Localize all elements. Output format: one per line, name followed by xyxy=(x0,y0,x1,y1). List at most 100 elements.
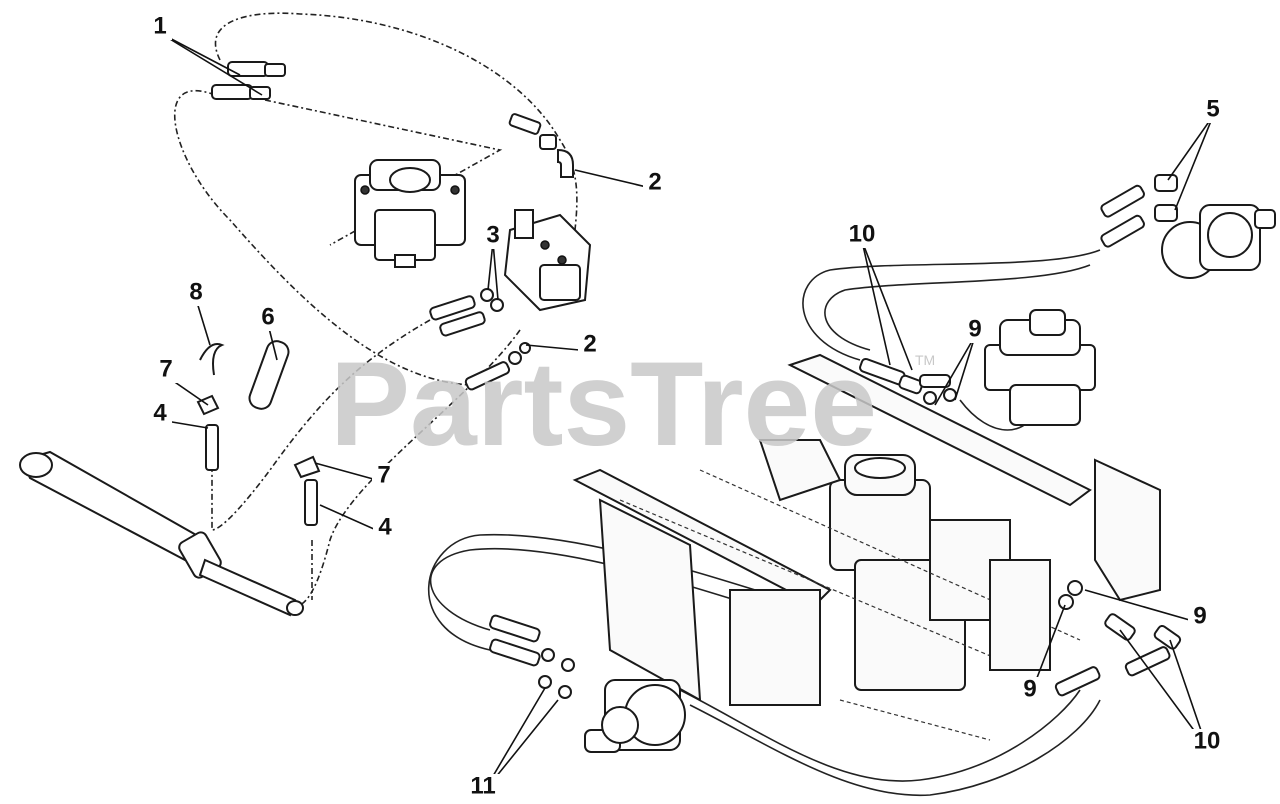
callout-label-background xyxy=(373,515,397,541)
callout-label[interactable]: 1 xyxy=(153,12,166,39)
hose-left-loop xyxy=(173,89,471,386)
callout-label-background xyxy=(1187,729,1227,755)
hose-bottom-loop-outer2 xyxy=(427,533,821,651)
leader-line xyxy=(159,32,263,96)
hose-fittings-1 xyxy=(211,61,286,100)
callout-label[interactable]: 10 xyxy=(1194,727,1221,754)
callout-label[interactable]: 7 xyxy=(159,355,172,382)
leader-line xyxy=(1119,629,1208,749)
callout-label-background xyxy=(256,305,280,331)
callout-label-background xyxy=(154,357,178,383)
watermark: PartsTree TM xyxy=(330,337,935,471)
callout-7: 7 xyxy=(314,461,396,489)
callout-label-background xyxy=(372,463,396,489)
watermark-tm: TM xyxy=(915,352,935,368)
fittings-3 xyxy=(429,288,504,337)
fittings-11 xyxy=(489,614,575,699)
callout-label-background xyxy=(578,332,602,358)
callout-label[interactable]: 11 xyxy=(470,772,495,799)
loose-parts-left xyxy=(196,340,321,526)
leader-line xyxy=(159,32,241,76)
hose-group xyxy=(173,12,1101,797)
fitting-4-left xyxy=(205,424,219,471)
watermark-text: PartsTree xyxy=(330,337,877,471)
callout-3: 3 xyxy=(481,221,505,301)
callout-label[interactable]: 6 xyxy=(261,303,274,330)
callout-label[interactable]: 5 xyxy=(1206,95,1219,122)
pump-assembly-right xyxy=(984,309,1096,426)
callout-label[interactable]: 9 xyxy=(968,315,981,342)
callout-9: 9 xyxy=(1084,589,1212,630)
hydraulic-cylinder xyxy=(19,450,304,617)
hose-bottom-return xyxy=(679,689,1081,782)
fittings-9-10-lower xyxy=(1054,580,1182,697)
leader-line xyxy=(492,241,499,301)
fittings-9-10-upper xyxy=(859,357,957,405)
callout-label[interactable]: 2 xyxy=(648,168,661,195)
callout-label[interactable]: 9 xyxy=(1023,675,1036,702)
callout-label-background xyxy=(148,14,172,40)
leader-line xyxy=(1174,115,1214,211)
hose-to-pump xyxy=(264,99,503,246)
callout-label-background xyxy=(481,223,505,249)
leader-line xyxy=(954,335,976,401)
callout-6: 6 xyxy=(256,303,280,361)
callout-label[interactable]: 7 xyxy=(377,461,390,488)
callout-label-background xyxy=(1018,677,1042,703)
callout-label-background xyxy=(1188,604,1212,630)
fitting-2-lower xyxy=(464,342,531,391)
callout-label[interactable]: 4 xyxy=(153,399,167,426)
leader-line xyxy=(195,298,211,346)
callout-4: 4 xyxy=(148,399,209,429)
callout-1: 1 xyxy=(148,12,263,96)
callout-10: 10 xyxy=(1119,629,1227,755)
hose-valve-to-cylinder xyxy=(211,319,431,531)
chassis-frame xyxy=(572,353,1161,741)
callout-label-background xyxy=(963,317,987,343)
hose-top-loop xyxy=(214,12,578,231)
sleeve-6 xyxy=(248,340,290,410)
clip-8 xyxy=(199,343,225,376)
callout-4: 4 xyxy=(319,504,397,541)
leader-line xyxy=(574,169,656,190)
elbow-7-right xyxy=(293,455,321,479)
callout-9: 9 xyxy=(934,315,987,406)
callout-group: 1 2 3 2 5 10 9 8 6 7 4 7 4 9 9 10 11 xyxy=(148,12,1227,800)
leader-line xyxy=(861,240,891,366)
callout-label[interactable]: 2 xyxy=(583,330,596,357)
leader-line xyxy=(1084,589,1201,624)
fitting-4-right xyxy=(304,479,318,526)
callout-label-background xyxy=(148,401,172,427)
callout-label-background xyxy=(463,774,503,800)
leader-line xyxy=(861,240,913,371)
callout-label[interactable]: 8 xyxy=(189,278,202,305)
callout-label-background xyxy=(643,170,667,196)
hose-right-loop-outer xyxy=(802,249,1101,361)
callout-5: 5 xyxy=(1167,95,1225,211)
callout-2: 2 xyxy=(574,168,667,196)
callout-2: 2 xyxy=(525,330,602,358)
hose-bottom-return2 xyxy=(689,699,1101,797)
elbow-fitting-2-top xyxy=(508,113,574,178)
callout-label-background xyxy=(184,280,208,306)
callout-label[interactable]: 9 xyxy=(1193,602,1206,629)
hydraulic-pump xyxy=(354,159,466,268)
hose-bottom-loop-outer xyxy=(429,547,801,631)
wheel-motor-left xyxy=(584,679,686,753)
callout-label[interactable]: 3 xyxy=(486,221,499,248)
callout-label[interactable]: 10 xyxy=(849,220,876,247)
callout-11: 11 xyxy=(463,687,559,800)
leader-line xyxy=(487,241,494,291)
callout-label-background xyxy=(842,222,882,248)
wheel-motor-right xyxy=(1100,174,1276,279)
leader-line xyxy=(934,335,976,406)
leader-line xyxy=(1167,115,1214,181)
callout-label[interactable]: 4 xyxy=(378,513,392,540)
control-valve xyxy=(503,209,592,312)
callout-label-background xyxy=(1201,97,1225,123)
callout-8: 8 xyxy=(184,278,211,346)
callout-10: 10 xyxy=(842,220,913,371)
callout-7: 7 xyxy=(154,355,209,406)
